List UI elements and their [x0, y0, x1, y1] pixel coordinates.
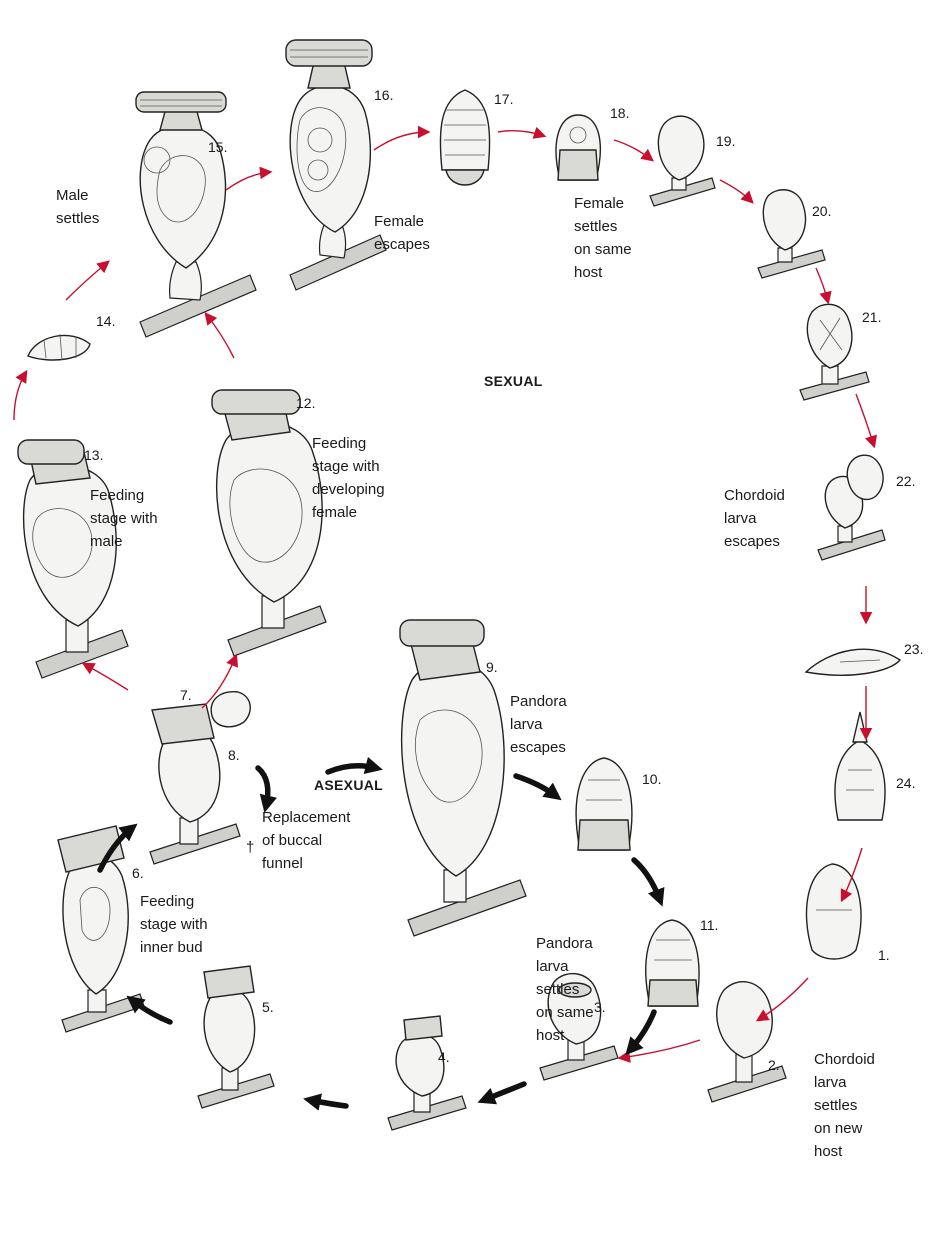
svg-text:on same: on same [574, 241, 632, 258]
svg-text:Chordoid: Chordoid [814, 1051, 875, 1068]
svg-text:Replacement: Replacement [262, 809, 351, 826]
stage-10-larva [576, 758, 632, 850]
stage-19-organism [650, 116, 715, 206]
stage-23-larva [806, 649, 900, 675]
stage-14-number: 14. [96, 313, 115, 329]
svg-text:larva: larva [814, 1074, 847, 1091]
svg-text:Feeding: Feeding [140, 893, 194, 910]
svg-text:on same: on same [536, 1004, 594, 1021]
stage-18-larva [556, 115, 600, 180]
stage-22-caption: Chordoid larva escapes [724, 487, 785, 550]
svg-text:escapes: escapes [724, 533, 780, 550]
stage-20-number: 20. [812, 203, 831, 219]
stage-7-number: 7. [180, 687, 192, 703]
stage-8-caption: Replacement of buccal funnel [262, 809, 351, 872]
svg-text:female: female [312, 504, 357, 521]
stage-13-organism [18, 440, 128, 678]
stage-1-larva [806, 864, 861, 959]
stage-9-caption: Pandora larva escapes [510, 693, 567, 756]
stage-4-organism [388, 1016, 466, 1130]
stage-5-number: 5. [262, 999, 274, 1015]
stage-12-organism [212, 390, 326, 656]
stage-10-number: 10. [642, 771, 661, 787]
svg-text:of buccal: of buccal [262, 832, 322, 849]
svg-text:host: host [574, 264, 603, 281]
svg-text:Feeding: Feeding [312, 435, 366, 452]
asexual-cycle-label: ASEXUAL [314, 777, 383, 793]
stage-12-number: 12. [296, 395, 315, 411]
stage-11-larva [646, 920, 699, 1006]
stage-21-organism [800, 304, 869, 400]
stage-12-caption: Feeding stage with developing female [312, 435, 385, 521]
stage-23-number: 23. [904, 641, 923, 657]
stage-2-organism [708, 982, 786, 1102]
stage-13-number: 13. [84, 447, 103, 463]
stage-24-larva [835, 712, 885, 820]
svg-text:Female: Female [374, 213, 424, 230]
svg-text:larva: larva [724, 510, 757, 527]
svg-text:developing: developing [312, 481, 385, 498]
svg-text:Pandora: Pandora [510, 693, 567, 710]
stage-17-number: 17. [494, 91, 513, 107]
stage-1-number: 1. [878, 947, 890, 963]
svg-text:funnel: funnel [262, 855, 303, 872]
svg-text:stage with: stage with [90, 510, 158, 527]
stage-22-number: 22. [896, 473, 915, 489]
stage-17-larva [440, 90, 489, 185]
svg-text:escapes: escapes [374, 236, 430, 253]
svg-text:settles: settles [574, 218, 617, 235]
stage-15-number: 15. [208, 139, 227, 155]
stage-19-number: 19. [716, 133, 735, 149]
stage-13-caption: Feeding stage with male [90, 487, 158, 550]
svg-text:Feeding: Feeding [90, 487, 144, 504]
stage-5-organism [198, 966, 274, 1108]
stage-3-number: 3. [594, 999, 606, 1015]
svg-text:Male: Male [56, 187, 89, 204]
svg-text:settles: settles [536, 981, 579, 998]
svg-text:stage with: stage with [140, 916, 208, 933]
stage-16-number: 16. [374, 87, 393, 103]
stage-15-organism [136, 92, 256, 337]
stage-15-caption: Male settles [56, 187, 99, 227]
stage-6-caption: Feeding stage with inner bud [140, 893, 208, 956]
svg-text:larva: larva [510, 716, 543, 733]
svg-text:host: host [814, 1143, 843, 1160]
svg-text:settles: settles [814, 1097, 857, 1114]
svg-text:escapes: escapes [510, 739, 566, 756]
stage-8-number: 8. [228, 747, 240, 763]
stage-18-caption: Female settles on same host [574, 195, 632, 281]
svg-text:Pandora: Pandora [536, 935, 593, 952]
stage-11-number: 11. [700, 917, 718, 933]
stage-14-larva [28, 334, 90, 360]
stage-16-caption: Female escapes [374, 213, 430, 253]
stage-22-organism [818, 455, 885, 560]
svg-text:settles: settles [56, 210, 99, 227]
svg-text:larva: larva [536, 958, 569, 975]
stage-9-number: 9. [486, 659, 498, 675]
svg-text:stage with: stage with [312, 458, 380, 475]
svg-text:Female: Female [574, 195, 624, 212]
stage-6-number: 6. [132, 865, 144, 881]
stage-2-number: 2. [768, 1057, 780, 1073]
stage-16-organism [286, 40, 386, 290]
death-cross-icon: † [246, 839, 254, 856]
stage-24-number: 24. [896, 775, 915, 791]
stage-21-number: 21. [862, 309, 881, 325]
svg-text:on new: on new [814, 1120, 863, 1137]
sexual-cycle-label: SEXUAL [484, 373, 543, 389]
stage-1-caption: Chordoid larva settles on new host [814, 1051, 875, 1160]
svg-text:inner bud: inner bud [140, 939, 203, 956]
svg-text:male: male [90, 533, 123, 550]
stage-9-organism [400, 620, 526, 936]
svg-text:Chordoid: Chordoid [724, 487, 785, 504]
svg-text:host: host [536, 1027, 565, 1044]
stage-18-number: 18. [610, 105, 629, 121]
stage-4-number: 4. [438, 1049, 450, 1065]
stage-8-organism [150, 692, 250, 864]
